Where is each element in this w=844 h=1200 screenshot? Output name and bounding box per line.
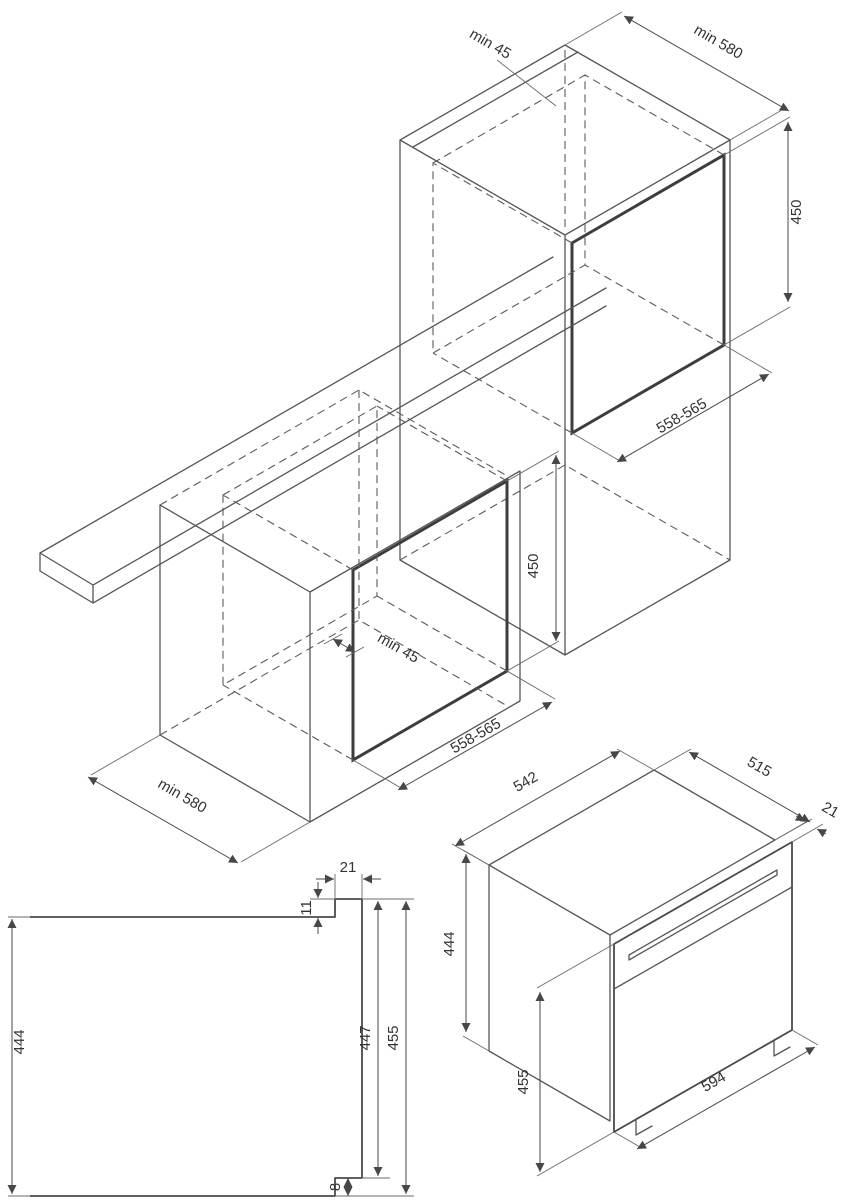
dim-label-tall-rear-clearance: min 45 [467, 25, 514, 62]
oven-body-top-face [488, 769, 776, 936]
dim-label-oven-body-width: 542 [511, 768, 541, 795]
dim-label-tall-niche-width: 558-565 [654, 395, 710, 437]
dim-tall-niche-height: 450 [723, 116, 805, 346]
section-view: 444 21 11 447 455 8 [7, 859, 414, 1197]
section-profile [30, 898, 363, 1197]
dim-tall-min-depth: min 580 [564, 11, 790, 141]
dim-oven-body-height: 444 [441, 849, 490, 1052]
tall-cabinet-hidden-lines [399, 50, 731, 561]
dim-base-min-depth: min 580 [87, 734, 311, 864]
oven-view: 542 515 21 444 455 594 [441, 748, 842, 1177]
dim-label-section-interior-height: 444 [11, 1029, 28, 1054]
dim-section-front-lip-width: 21 [316, 859, 381, 899]
dim-label-section-inner-front-height: 447 [357, 1025, 374, 1050]
dim-section-front-height: 455 [335, 901, 414, 1197]
dim-oven-body-depth: 515 [653, 748, 813, 841]
dim-oven-body-width: 542 [451, 748, 655, 866]
dim-label-tall-min-depth: min 580 [691, 21, 746, 62]
base-cabinet-outline [159, 470, 521, 823]
dim-base-rear-clearance: min 45 [323, 629, 422, 667]
tall-cabinet-view: min 45 min 580 450 558-565 [399, 11, 805, 656]
dim-label-section-bottom-lip: 8 [327, 1183, 344, 1191]
oven-body-left-face [488, 864, 611, 1122]
dim-label-base-min-depth: min 580 [155, 775, 210, 816]
dim-base-niche-height: 450 [506, 450, 561, 672]
dim-label-oven-body-height: 444 [441, 931, 458, 956]
tall-cabinet-back-panel-line [412, 51, 579, 148]
dim-label-oven-body-depth: 515 [744, 753, 774, 780]
dim-label-base-niche-height: 450 [525, 553, 542, 578]
dim-section-inner-front-height: 447 [357, 898, 414, 1179]
countertop-outline [39, 256, 607, 604]
dim-section-interior-height: 444 [7, 916, 30, 1197]
dim-label-base-rear-clearance: min 45 [375, 629, 422, 666]
tall-cabinet-outline [399, 44, 731, 656]
oven-door-handle [628, 869, 778, 961]
dim-section-bottom-lip: 8 [327, 1178, 353, 1196]
dim-label-oven-front-height: 455 [515, 1069, 532, 1094]
base-cabinet-view: 450 min 45 558-565 min 580 [39, 256, 607, 864]
dim-label-oven-front-width: 594 [699, 1068, 729, 1095]
dim-oven-front-height: 455 [515, 943, 615, 1177]
oven-control-panel-line [613, 886, 793, 990]
dim-tall-niche-width: 558-565 [571, 344, 773, 463]
dim-label-oven-fascia-overhang: 21 [819, 799, 842, 822]
dim-section-top-inset: 11 [298, 882, 335, 934]
dim-label-base-niche-width: 558-565 [448, 715, 504, 757]
dim-label-section-front-height: 455 [385, 1025, 402, 1050]
base-cabinet-hidden-lines [159, 389, 510, 761]
dim-label-tall-niche-height: 450 [788, 199, 805, 224]
dim-label-section-top-inset: 11 [298, 900, 315, 916]
dim-oven-fascia-overhang: 21 [774, 799, 842, 843]
dim-label-section-front-lip-width: 21 [340, 859, 357, 876]
